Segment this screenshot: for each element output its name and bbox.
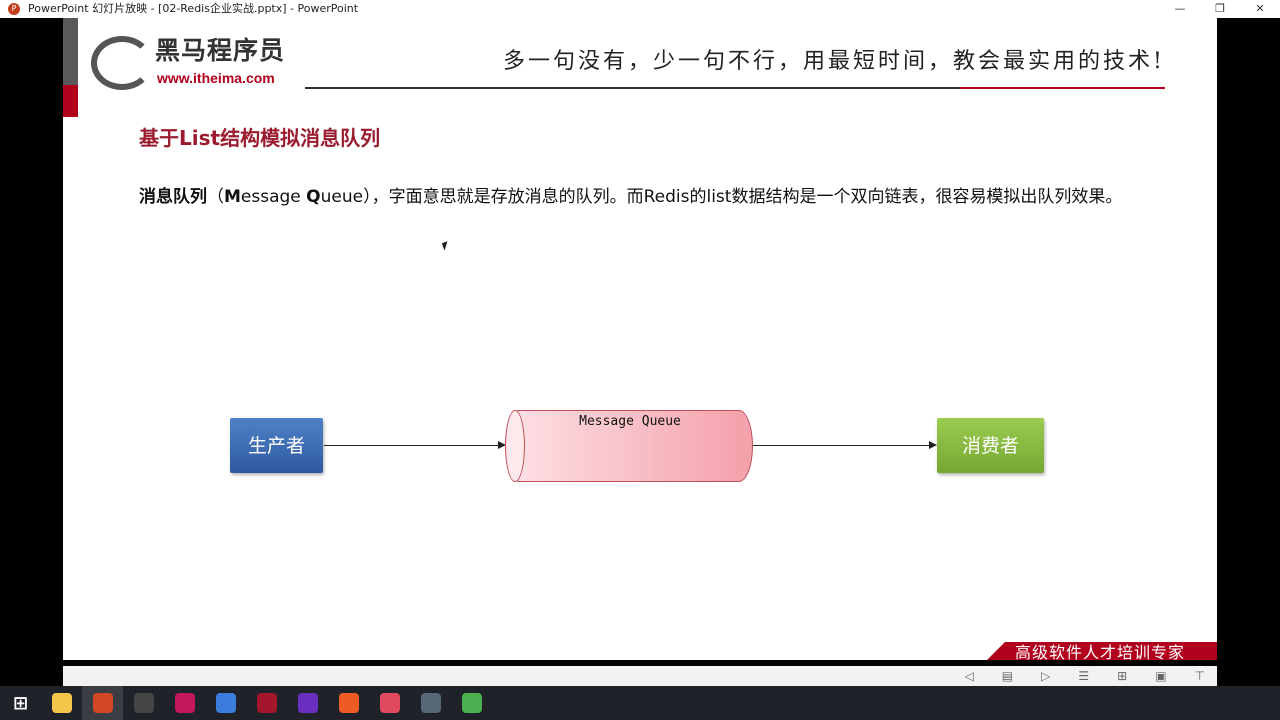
slide-paragraph: 消息队列（Message Queue），字面意思就是存放消息的队列。而Redis… xyxy=(139,180,1149,215)
decor-gray-bar xyxy=(63,18,78,85)
taskbar-app-button[interactable] xyxy=(246,686,287,720)
taskbar: ⊞ xyxy=(0,686,1280,720)
taskbar-app-button[interactable] xyxy=(451,686,492,720)
arrow-queue-to-consumer xyxy=(753,441,937,449)
navicat-icon xyxy=(215,693,236,713)
slide-title: 基于List结构模拟消息队列 xyxy=(139,126,381,150)
queue-label: Message Queue xyxy=(579,414,681,429)
footer-banner: 高级软件人才培训专家 xyxy=(983,642,1217,660)
presenter-view-icon[interactable]: ⊤ xyxy=(1194,669,1205,683)
taskbar-app-button[interactable] xyxy=(287,686,328,720)
taskbar-app-button[interactable] xyxy=(82,686,123,720)
text: （ xyxy=(207,187,224,207)
header-divider-accent xyxy=(960,87,1165,89)
terminal-icon xyxy=(133,693,154,713)
minimize-button[interactable]: — xyxy=(1174,2,1186,15)
consumer-box: 消费者 xyxy=(937,418,1044,473)
window-title: PowerPoint 幻灯片放映 - [02-Redis企业实战.pptx] -… xyxy=(28,2,359,15)
previous-slide-icon[interactable]: ◁ xyxy=(964,669,974,683)
slide: 黑马程序员 www.itheima.com 多一句没有，少一句不行，用最短时间，… xyxy=(63,18,1217,660)
header-divider xyxy=(305,87,1165,89)
restore-button[interactable]: ❐ xyxy=(1215,2,1225,15)
logo-text: 黑马程序员 xyxy=(155,36,286,65)
mouse-cursor-icon xyxy=(441,241,451,251)
slogan: 多一句没有，少一句不行，用最短时间，教会最实用的技术! xyxy=(503,49,1165,74)
window-title-bar: P PowerPoint 幻灯片放映 - [02-Redis企业实战.pptx]… xyxy=(0,0,1280,18)
chrome-icon xyxy=(461,693,482,713)
redis-desktop-icon xyxy=(256,693,277,713)
horse-logo-icon xyxy=(91,36,153,90)
taskbar-app-button[interactable] xyxy=(164,686,205,720)
text: Q xyxy=(306,187,321,207)
file-explorer-icon xyxy=(51,693,72,713)
taskbar-app-button[interactable] xyxy=(41,686,82,720)
taskbar-app-button[interactable] xyxy=(328,686,369,720)
text: ueue），字面意思就是存放消息的队列。而Redis的list数据结构是一个双向… xyxy=(320,187,1123,207)
term: 消息队列 xyxy=(139,187,207,207)
postman-icon xyxy=(338,693,359,713)
close-button[interactable]: ✕ xyxy=(1255,2,1265,15)
windows-start-icon: ⊞ xyxy=(12,692,29,714)
powerpoint-icon xyxy=(92,693,113,713)
taskbar-app-button[interactable]: ⊞ xyxy=(0,686,41,720)
next-slide-icon[interactable]: ▷ xyxy=(1041,669,1051,683)
taskbar-app-button[interactable] xyxy=(369,686,410,720)
decor-red-bar xyxy=(63,85,78,117)
message-queue-cylinder xyxy=(505,410,753,482)
producer-box: 生产者 xyxy=(230,418,323,473)
zoom-icon[interactable]: ⊞ xyxy=(1117,669,1128,683)
see-all-slides-icon[interactable]: ☰ xyxy=(1078,669,1090,683)
logo-url: www.itheima.com xyxy=(157,70,275,86)
intellij-icon xyxy=(297,693,318,713)
pen-icon xyxy=(174,693,195,713)
text: essage xyxy=(240,187,307,207)
typora-icon xyxy=(379,693,400,713)
arrow-producer-to-queue xyxy=(324,441,506,449)
taskbar-app-button[interactable] xyxy=(123,686,164,720)
taskbar-app-button[interactable] xyxy=(205,686,246,720)
powerpoint-icon: P xyxy=(8,3,20,15)
pen-tool-icon[interactable]: ▤ xyxy=(1001,669,1014,683)
more-options-icon[interactable]: ▣ xyxy=(1155,669,1167,683)
slideshow-toolbar: ◁ ▤ ▷ ☰ ⊞ ▣ ⊤ xyxy=(63,666,1217,686)
taskbar-app-button[interactable] xyxy=(410,686,451,720)
cylinder-cap xyxy=(505,410,525,482)
xshell-icon xyxy=(420,693,441,713)
text: M xyxy=(224,187,241,207)
